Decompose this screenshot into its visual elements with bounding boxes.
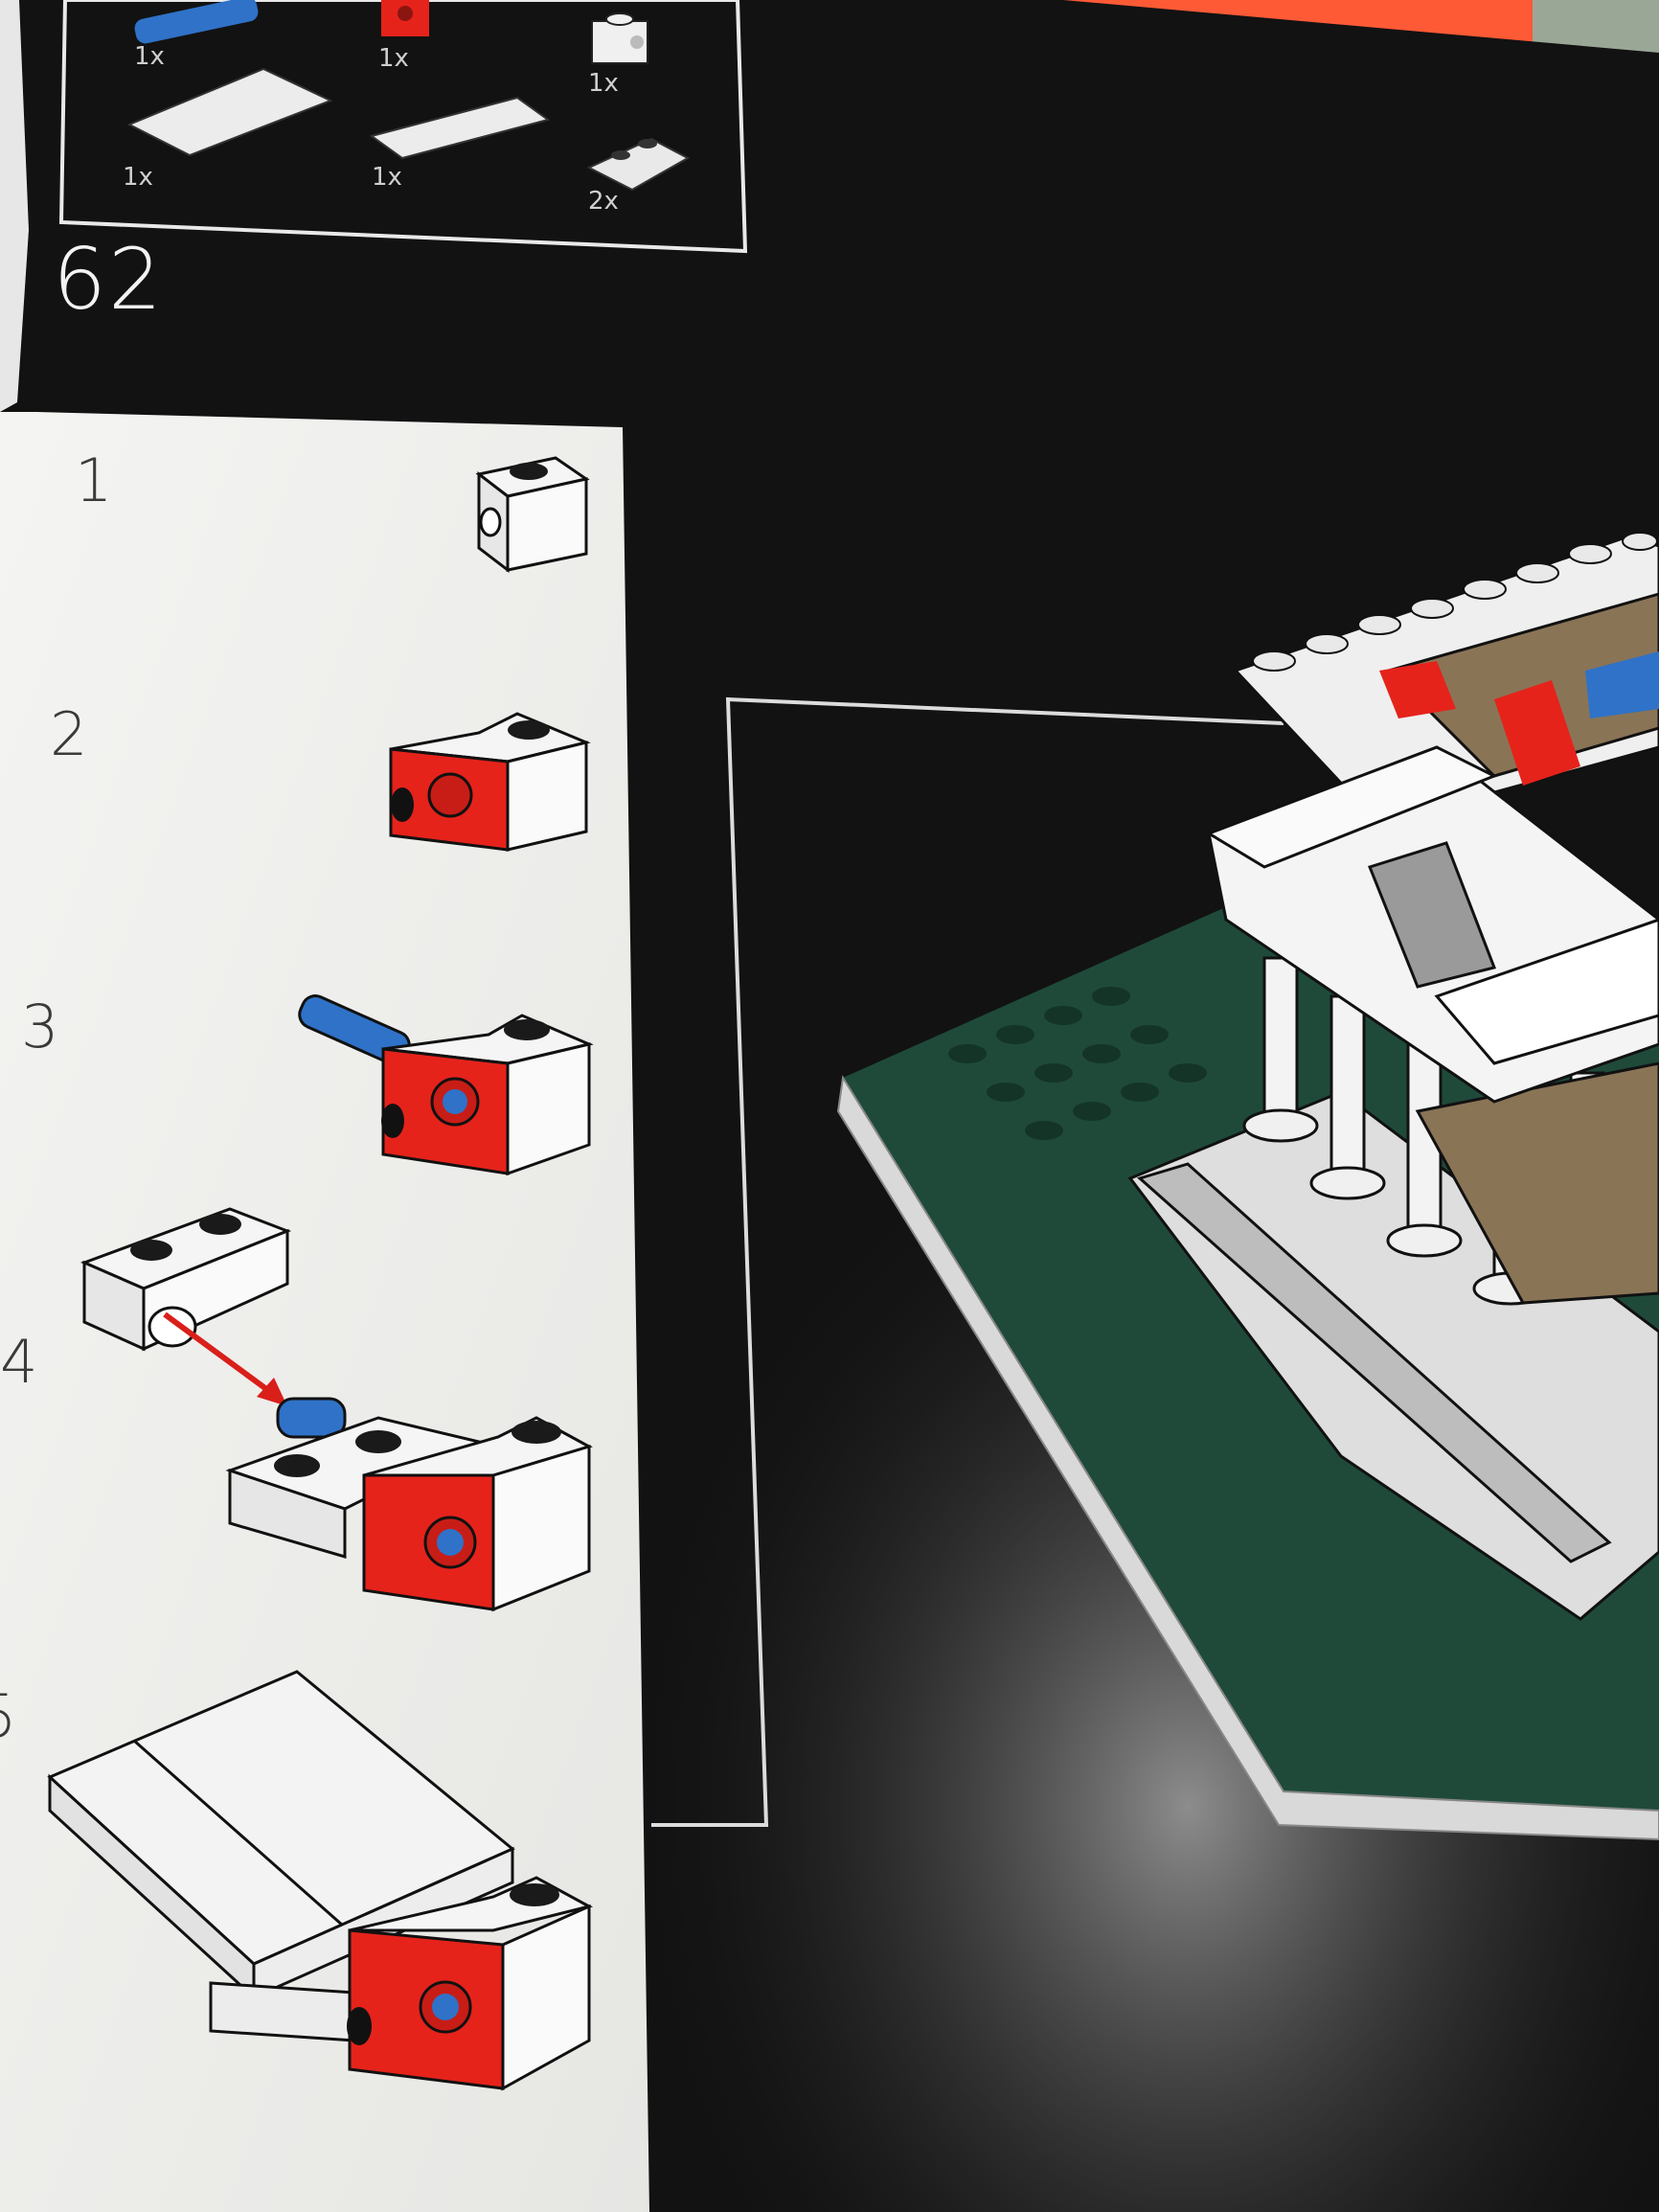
white-curved-slope-icon [369,96,551,160]
parts-qty-6: 2x [588,187,619,216]
white-tile-long-icon [126,67,333,157]
step-2-assembly [389,712,591,852]
sub-step-3-label: 3 [21,992,59,1061]
white-plate-with-pin-hole-icon [586,137,691,192]
parts-list-box [58,0,748,254]
step-5-assembly [47,1670,594,2091]
parts-qty-5: 1x [372,163,402,192]
sub-step-4-label: 4 [0,1327,38,1397]
step-1-brick [475,456,590,574]
step-3-assembly [298,994,594,1176]
parts-qty-1: 1x [134,42,165,71]
sub-step-2-label: 2 [50,699,88,769]
step-4-plate [80,1207,292,1352]
parts-qty-4: 1x [123,163,153,192]
sub-step-1-label: 1 [75,445,113,515]
red-brick-1x1-with-hole-icon [381,0,429,36]
sub-step-5-label: 5 [0,1681,16,1751]
step-number: 62 [53,230,164,329]
callout-frame [651,696,1284,1827]
white-brick-1x1-with-stud-icon [591,12,648,64]
page-edge [0,0,29,412]
blue-axle-pin-icon [134,0,259,44]
temple-model [1127,532,1659,1621]
parts-qty-3: 1x [588,69,619,98]
assembly-arrow-icon [163,1311,287,1406]
step-4-assembly [225,1397,593,1612]
parts-qty-2: 1x [378,44,409,73]
